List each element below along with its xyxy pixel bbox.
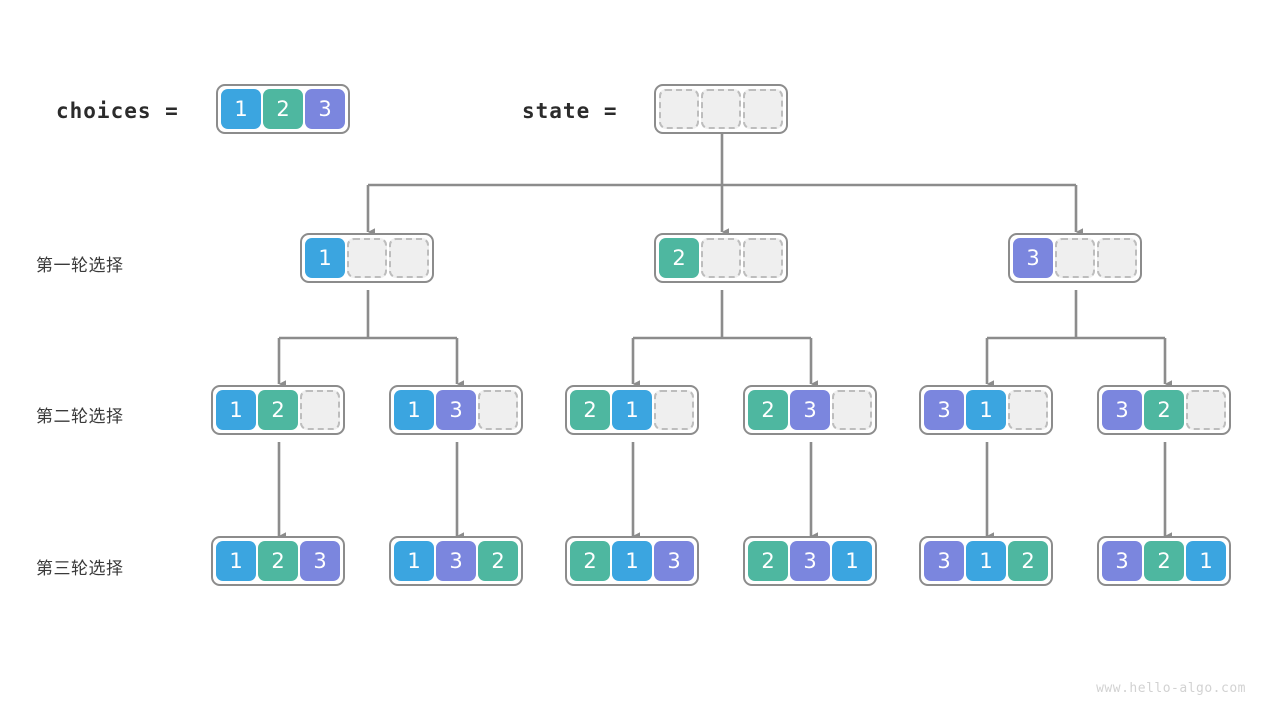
array-cell-filled: 3 bbox=[924, 390, 964, 430]
array-cell-empty bbox=[1186, 390, 1226, 430]
array-cell-filled: 1 bbox=[612, 390, 652, 430]
array-cell-filled: 3 bbox=[790, 390, 830, 430]
array-cell-filled: 1 bbox=[216, 390, 256, 430]
array-cell-empty bbox=[659, 89, 699, 129]
array-cell-filled: 3 bbox=[436, 390, 476, 430]
array-cell-filled: 1 bbox=[394, 541, 434, 581]
array-cell-empty bbox=[743, 238, 783, 278]
state-array bbox=[654, 84, 788, 134]
array-cell-filled: 2 bbox=[748, 541, 788, 581]
row-label-second-round: 第二轮选择 bbox=[36, 407, 124, 426]
array-cell-empty bbox=[832, 390, 872, 430]
state-label: state = bbox=[522, 99, 618, 123]
array-cell-empty bbox=[1097, 238, 1137, 278]
array-cell-filled: 2 bbox=[478, 541, 518, 581]
array-cell-filled: 2 bbox=[570, 541, 610, 581]
array-cell-filled: 1 bbox=[221, 89, 261, 129]
node-first-round-3: 3 bbox=[1008, 233, 1142, 283]
array-cell-filled: 3 bbox=[305, 89, 345, 129]
choices-label: choices = bbox=[56, 99, 179, 123]
array-cell-filled: 2 bbox=[1008, 541, 1048, 581]
array-cell-filled: 2 bbox=[659, 238, 699, 278]
array-cell-filled: 2 bbox=[1144, 541, 1184, 581]
array-cell-filled: 1 bbox=[394, 390, 434, 430]
array-cell-filled: 2 bbox=[263, 89, 303, 129]
array-cell-filled: 1 bbox=[966, 541, 1006, 581]
array-cell-empty bbox=[1008, 390, 1048, 430]
array-cell-filled: 2 bbox=[258, 390, 298, 430]
array-cell-empty bbox=[701, 238, 741, 278]
array-cell-filled: 2 bbox=[258, 541, 298, 581]
array-cell-filled: 1 bbox=[612, 541, 652, 581]
array-cell-empty bbox=[654, 390, 694, 430]
array-cell-empty bbox=[347, 238, 387, 278]
array-cell-empty bbox=[701, 89, 741, 129]
array-cell-filled: 3 bbox=[436, 541, 476, 581]
array-cell-filled: 3 bbox=[1102, 541, 1142, 581]
array-cell-empty bbox=[478, 390, 518, 430]
node-first-round-2: 2 bbox=[654, 233, 788, 283]
node-first-round-1: 1 bbox=[300, 233, 434, 283]
row-label-first-round: 第一轮选择 bbox=[36, 256, 124, 275]
array-cell-filled: 2 bbox=[570, 390, 610, 430]
watermark: www.hello-algo.com bbox=[1096, 681, 1246, 696]
array-cell-filled: 3 bbox=[790, 541, 830, 581]
array-cell-filled: 2 bbox=[748, 390, 788, 430]
array-cell-empty bbox=[300, 390, 340, 430]
array-cell-empty bbox=[743, 89, 783, 129]
array-cell-filled: 3 bbox=[924, 541, 964, 581]
array-cell-filled: 1 bbox=[305, 238, 345, 278]
array-cell-filled: 1 bbox=[216, 541, 256, 581]
array-cell-empty bbox=[389, 238, 429, 278]
array-cell-empty bbox=[1055, 238, 1095, 278]
array-cell-filled: 3 bbox=[654, 541, 694, 581]
array-cell-filled: 3 bbox=[1013, 238, 1053, 278]
array-cell-filled: 3 bbox=[1102, 390, 1142, 430]
array-cell-filled: 1 bbox=[1186, 541, 1226, 581]
row-label-third-round: 第三轮选择 bbox=[36, 559, 124, 578]
array-cell-filled: 3 bbox=[300, 541, 340, 581]
array-cell-filled: 1 bbox=[832, 541, 872, 581]
array-cell-filled: 2 bbox=[1144, 390, 1184, 430]
array-cell-filled: 1 bbox=[966, 390, 1006, 430]
